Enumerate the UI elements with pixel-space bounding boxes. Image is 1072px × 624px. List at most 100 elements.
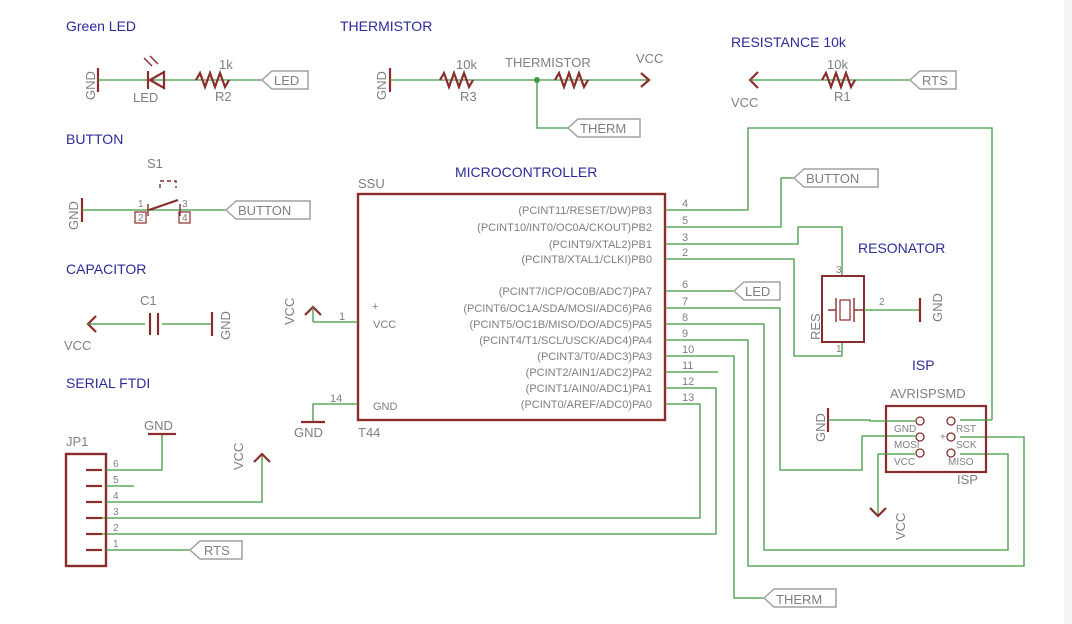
r1-value: 10k	[827, 57, 848, 72]
section-title-resonator: RESONATOR	[858, 240, 945, 256]
mcu-pin-label-13: (PCINT0/AREF/ADC0)PA0	[521, 399, 652, 411]
r1-symbol	[821, 69, 856, 91]
mcu-right-pins: (PCINT11/RESET/DW)PB3 4 (PCINT10/INT0/OC0A…	[463, 198, 694, 411]
isp-value: AVRISPSMD	[890, 386, 966, 401]
jp1-vcc-arrow	[253, 452, 271, 463]
rts-net-label-top: RTS	[922, 73, 948, 88]
thermistor-vcc-label: VCC	[636, 51, 663, 66]
button-net-flag-left	[224, 200, 311, 220]
pa3-therm-wire	[665, 355, 770, 599]
led-net-label-right: LED	[745, 284, 770, 299]
section-title-button: BUTTON	[66, 131, 123, 147]
resonator-pin-2: 2	[879, 297, 885, 308]
thermistor-gnd-label: GND	[374, 71, 389, 100]
jp1-pins	[86, 468, 102, 552]
r3-symbol	[439, 69, 474, 91]
r2-symbol	[195, 69, 230, 91]
mcu-pin-number-3: 3	[682, 232, 688, 244]
therm-net-label-bottom: THERM	[776, 592, 822, 607]
jp1-pin-6: 6	[113, 459, 119, 470]
capacitor-gnd-label: GND	[218, 311, 233, 340]
s1-pin-4: 4	[182, 213, 188, 224]
jp1-pin-5: 5	[113, 475, 119, 486]
r1-name: R1	[834, 89, 851, 104]
therm-net-label-top: THERM	[580, 121, 626, 136]
resonator-gnd-label: GND	[930, 293, 945, 322]
mcu-vcc-pin-label: VCC	[373, 319, 396, 331]
mcu-pin-label-7: (PCINT6/OC1A/SDA/MOSI/ADC6)PA6	[463, 303, 652, 315]
isp-pin-sck: SCK	[956, 440, 977, 451]
pa0-ftdi-wire	[100, 403, 701, 519]
mcu-pin-number-7: 7	[682, 296, 688, 308]
mcu-vcc-net-label: VCC	[282, 298, 297, 325]
button-net-label-left: BUTTON	[238, 203, 291, 218]
jp1-pin-1: 1	[113, 539, 119, 550]
section-title-green-led: Green LED	[66, 18, 136, 34]
pa6-mosi-wire	[665, 307, 915, 471]
mcu-pin-14: 14	[330, 393, 342, 405]
vertical-scrollbar[interactable]	[1064, 0, 1072, 624]
jp1-pin-2: 2	[113, 523, 119, 534]
mcu-pin-number-13: 13	[682, 392, 694, 404]
section-title-microcontroller: MICROCONTROLLER	[455, 164, 597, 180]
jp1-name: JP1	[66, 434, 88, 449]
isp-pin-gnd: GND	[894, 424, 916, 435]
isp-vcc-wire	[877, 453, 915, 516]
mcu-pin-number-10: 10	[682, 344, 694, 356]
pb0-resonator-wire	[665, 258, 843, 357]
s1-pin-3: 3	[182, 199, 188, 210]
mcu-pin-label-3: (PCINT9/XTAL2)PB1	[549, 239, 652, 251]
green-led-gnd-label: GND	[83, 71, 98, 100]
mcu-value: T44	[358, 425, 380, 440]
jp1-gnd-wire	[106, 434, 163, 471]
section-title-capacitor: CAPACITOR	[66, 261, 146, 277]
mcu-pin-label-4: (PCINT11/RESET/DW)PB3	[518, 205, 652, 217]
button-gnd-label: GND	[66, 201, 81, 230]
mcu-pin-label-9: (PCINT4/T1/SCL/USCK/ADC4)PA4	[479, 335, 652, 347]
button-net-label-right: BUTTON	[806, 171, 859, 186]
rts-net-flag-top	[908, 70, 957, 90]
pb2-button-wire	[665, 177, 800, 228]
isp-name: ISP	[957, 472, 978, 487]
isp-vcc-arrow	[869, 507, 887, 518]
pb1-resonator-wire	[665, 226, 843, 276]
thermistor-part-name: THERMISTOR	[505, 55, 591, 70]
resonator-name: RES	[808, 313, 823, 340]
rts-net-label-bottom: RTS	[204, 543, 230, 558]
led-net-flag-right	[732, 281, 781, 301]
c1-gap	[145, 312, 162, 336]
led-name: LED	[133, 90, 158, 105]
mcu-gnd-pin-label: GND	[373, 401, 398, 413]
mcu-pin-label-5: (PCINT10/INT0/OC0A/CKOUT)PB2	[477, 222, 652, 234]
resonator-symbol	[821, 275, 865, 343]
led-net-label: LED	[274, 73, 299, 88]
pa5-miso-wire	[665, 323, 1009, 551]
mcu-pin-number-4: 4	[682, 198, 688, 210]
rts-net-flag-bottom	[188, 540, 243, 560]
led-symbol	[143, 55, 166, 90]
s1-switch-symbol	[134, 180, 191, 224]
section-title-isp: ISP	[912, 357, 935, 373]
r3-value: 10k	[456, 57, 477, 72]
button-net-flag-right	[792, 168, 879, 188]
isp-pad-circles: +	[915, 416, 956, 458]
s1-pin-1: 1	[138, 199, 144, 210]
pa1-ftdi-wire	[100, 387, 717, 535]
section-title-resistance: RESISTANCE 10k	[731, 34, 847, 50]
jp1-pin-4: 4	[113, 491, 119, 502]
isp-gnd-label: GND	[813, 413, 828, 442]
r2-value: 1k	[219, 57, 233, 72]
resonator-pin-3: 3	[836, 265, 842, 276]
mcu-pin-label-12: (PCINT1/AIN0/ADC1)PA1	[526, 383, 652, 395]
jp1-vcc-label: VCC	[231, 443, 246, 470]
section-title-thermistor: THERMISTOR	[340, 18, 432, 34]
therm-branch-wire	[536, 80, 574, 129]
mcu-pin-label-10: (PCINT3/T0/ADC3)PA3	[537, 351, 652, 363]
thermistor-vcc-arrow	[640, 72, 651, 88]
mcu-pin-number-2: 2	[682, 247, 688, 259]
c1-name: C1	[140, 293, 157, 308]
r2-name: R2	[215, 89, 232, 104]
resistance-vcc-label: VCC	[731, 95, 758, 110]
therm-net-flag-bottom	[762, 588, 837, 608]
